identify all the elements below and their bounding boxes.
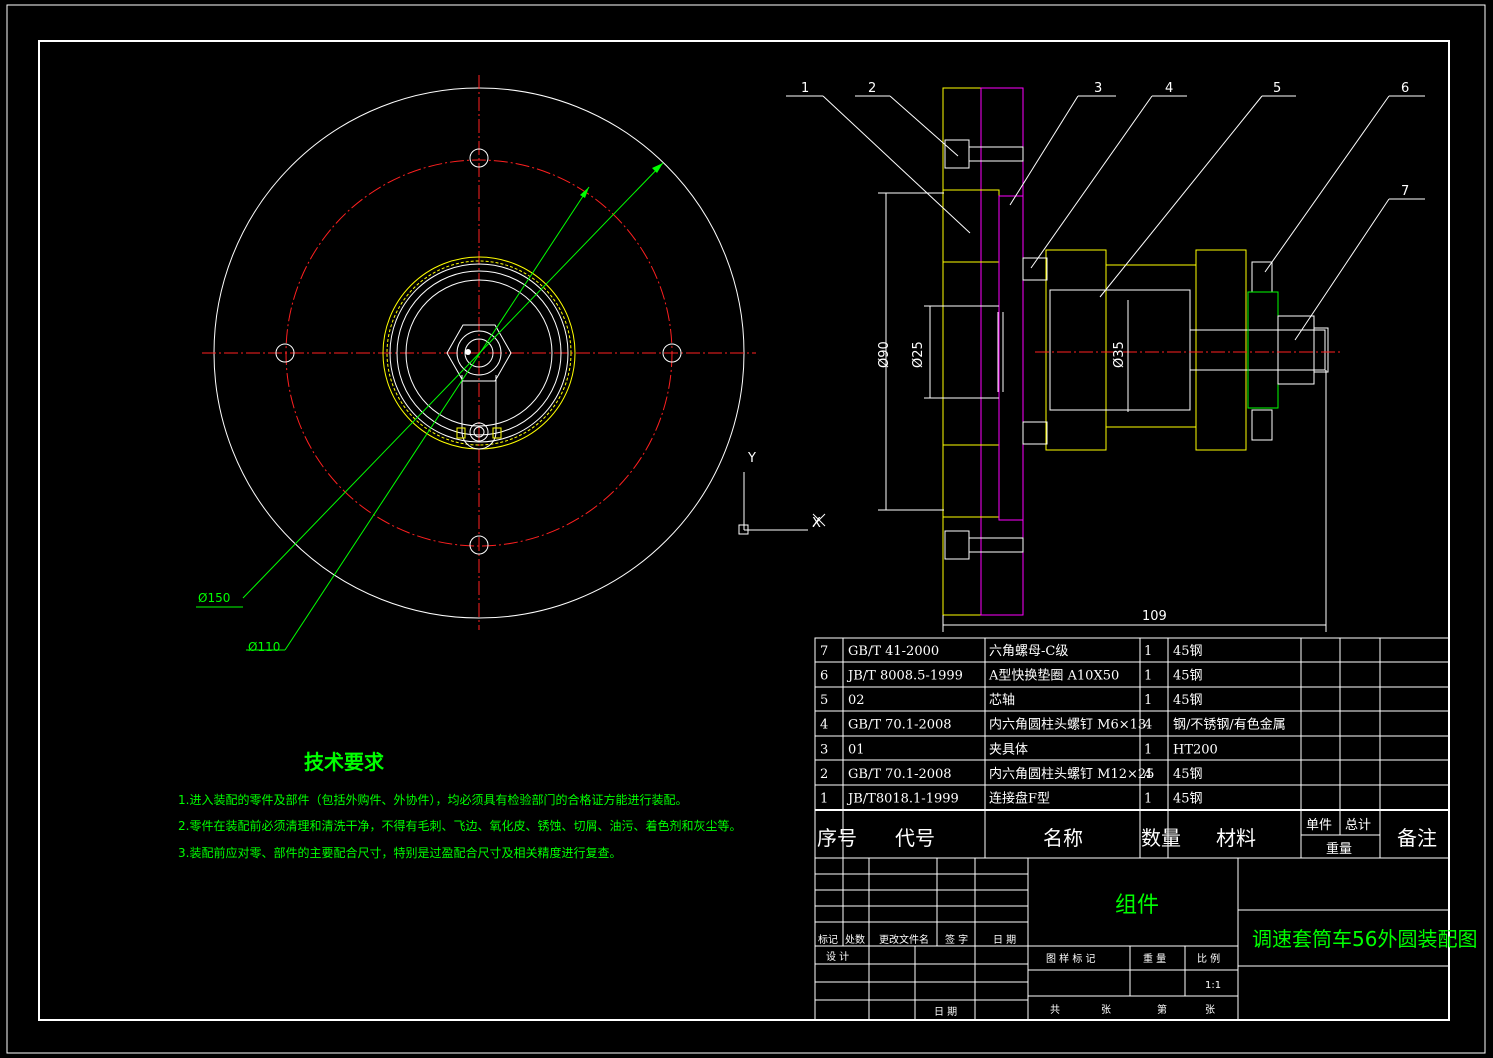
- bom-cell-mat: 45钢: [1173, 669, 1203, 684]
- bom-cell-no: 3: [820, 742, 828, 757]
- drawing-title: 调速套筒车56外圆装配图: [1252, 927, 1477, 951]
- bom-cell-name: 六角螺母-C级: [989, 644, 1068, 659]
- bom-cell-no: 1: [820, 791, 828, 806]
- tb-stage: 图 样 标 记: [1046, 952, 1096, 965]
- dim-d35: Ø35: [1112, 341, 1127, 368]
- bom-cell-name: A型快换垫圈 A10X50: [988, 668, 1119, 684]
- ucs-x-label: X: [812, 516, 821, 531]
- bom-cell-name: 内六角圆柱头螺钉 M12×25: [989, 766, 1154, 782]
- bom-cell-qty: 1: [1144, 742, 1152, 757]
- title-block-grid: [814, 857, 1450, 1021]
- ucs-y-label: Y: [747, 451, 756, 466]
- bom-cell-mat: 45钢: [1173, 644, 1203, 659]
- bom-cell-code: GB/T 70.1-2008: [848, 767, 952, 782]
- tb-doc: 更改文件名: [879, 933, 929, 946]
- balloon-4: 4: [1165, 81, 1173, 96]
- bom-cell-mat: 45钢: [1173, 767, 1203, 782]
- dim-d110: Ø110: [248, 640, 280, 654]
- bom-cell-code: 02: [848, 693, 865, 708]
- tb-sheets: 共: [1050, 1004, 1060, 1016]
- bom-cell-qty: 4: [1144, 767, 1152, 782]
- bom-cell-code: JB/T8018.1-1999: [846, 791, 959, 806]
- bom-cell-mat: 钢/不锈钢/有色金属: [1173, 717, 1286, 733]
- bom-cell-name: 夹具体: [989, 742, 1028, 757]
- bom-cell-qty: 1: [1144, 644, 1152, 659]
- bom-cell-code: JB/T 8008.5-1999: [846, 669, 963, 684]
- tb-design: 设 计: [826, 950, 849, 963]
- tb-sheet-unit: 张: [1101, 1004, 1111, 1016]
- bom-cell-mat: HT200: [1173, 742, 1218, 757]
- tb-date: 日 期: [993, 934, 1016, 946]
- bom-cell-no: 2: [820, 767, 828, 782]
- bom-header-weight: 重量: [1326, 841, 1352, 857]
- section-view: Ø90 Ø25 Ø35 109: [877, 87, 1340, 632]
- tb-scale-value: 1:1: [1205, 980, 1221, 991]
- balloon-6: 6: [1401, 81, 1409, 96]
- bom-cell-qty: 4: [1144, 718, 1152, 733]
- tech-line-3: 3.装配前应对零、部件的主要配合尺寸，特别是过盈配合尺寸及相关精度进行复查。: [178, 845, 621, 860]
- tb-zone: 处数: [845, 933, 865, 946]
- bom-header-total: 总计: [1345, 818, 1371, 833]
- tb-date2: 日 期: [934, 1006, 957, 1018]
- balloon-leaders: [786, 95, 1425, 341]
- tech-line-2: 2.零件在装配前必须清理和清洗干净，不得有毛刺、飞边、氧化皮、锈蚀、切屑、油污、…: [178, 818, 741, 833]
- dim-d90: Ø90: [877, 341, 892, 368]
- bom-cell-mat: 45钢: [1173, 791, 1203, 806]
- tb-sign: 签 字: [945, 933, 968, 946]
- tech-requirements-title: 技术要求: [304, 750, 385, 774]
- bom-cell-name: 芯轴: [989, 693, 1015, 708]
- bom-header-remark: 备注: [1397, 826, 1437, 850]
- outer-frame: [6, 4, 1486, 1054]
- bom-cell-code: 01: [848, 742, 865, 757]
- dim-d25: Ø25: [911, 341, 926, 368]
- title-group: 组件: [1115, 893, 1159, 918]
- bom-cell-qty: 1: [1144, 693, 1152, 708]
- bom-rows: 7 GB/T 41-2000 六角螺母-C级 1 45钢 6 JB/T 8008.5-199…: [820, 644, 1286, 806]
- tb-page: 第: [1157, 1003, 1167, 1016]
- bom-cell-no: 6: [820, 669, 828, 684]
- tech-line-1: 1.进入装配的零件及部件（包括外购件、外协件），均必须具有检验部门的合格证方能进…: [178, 792, 687, 807]
- bom-cell-code: GB/T 41-2000: [848, 644, 939, 659]
- front-view: Ø150 Ø110: [196, 75, 756, 654]
- inner-frame: [38, 40, 1450, 1021]
- bom-cell-name: 内六角圆柱头螺钉 M6×13: [989, 717, 1146, 733]
- bom-header-material: 材料: [1216, 826, 1256, 850]
- dim-length: 109: [1142, 609, 1167, 624]
- tb-weight: 重 量: [1143, 952, 1166, 965]
- balloon-2: 2: [868, 81, 876, 96]
- bom-header-unit: 单件: [1306, 818, 1332, 833]
- tb-mark: 标记: [818, 934, 838, 946]
- bom-grid: [814, 637, 1450, 859]
- bom-cell-qty: 1: [1144, 791, 1152, 806]
- balloon-5: 5: [1273, 81, 1281, 96]
- tb-scale: 比 例: [1197, 952, 1220, 965]
- bom-cell-mat: 45钢: [1173, 693, 1203, 708]
- ucs-icon: [738, 472, 826, 535]
- bom-cell-no: 7: [820, 644, 828, 659]
- bom-cell-code: GB/T 70.1-2008: [848, 718, 952, 733]
- balloon-1: 1: [801, 81, 809, 96]
- bom-cell-qty: 1: [1144, 669, 1152, 684]
- bom-header-code: 代号: [895, 826, 935, 850]
- bom-cell-name: 连接盘F型: [989, 790, 1050, 806]
- bom-cell-no: 4: [820, 718, 828, 733]
- balloon-3: 3: [1094, 81, 1102, 96]
- bom-header-qty: 数量: [1141, 826, 1181, 850]
- balloon-7: 7: [1401, 184, 1409, 199]
- tb-page-unit: 张: [1205, 1004, 1215, 1016]
- bom-header-name: 名称: [1043, 826, 1083, 850]
- bom-header-no: 序号: [817, 826, 857, 850]
- bom-cell-no: 5: [820, 693, 828, 708]
- dim-d150: Ø150: [198, 591, 230, 605]
